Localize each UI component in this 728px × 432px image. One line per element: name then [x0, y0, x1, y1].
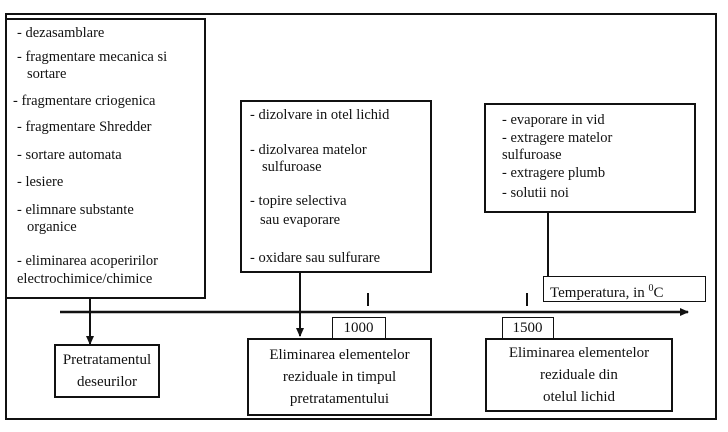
tick-value: 1000 [343, 320, 374, 336]
temperature-label-sup: 0 [648, 283, 654, 294]
list-item: sau evaporare [260, 212, 341, 228]
tick-label-1500: 1500 [502, 317, 554, 339]
box-line: Pretratamentul [62, 352, 152, 368]
temperature-label: Temperatura, in 0C [550, 280, 664, 302]
box-line: otelul lichid [542, 389, 616, 405]
list-item: organice [27, 219, 77, 235]
temperature-label-box: Temperatura, in 0C [543, 276, 706, 302]
list-item: - dizolvare in otel lichid [250, 107, 390, 123]
list-item: - sortare automata [17, 147, 122, 163]
box-right-list: - evaporare in vid - extragere matelor s… [484, 103, 696, 213]
list-item: - extragere matelor [502, 130, 613, 146]
list-item: electrochimice/chimice [17, 271, 153, 287]
box-line: Eliminarea elementelor [269, 347, 410, 363]
list-item: - elimnare substante [17, 202, 134, 218]
list-item: - eliminarea acoperirilor [17, 253, 158, 269]
box-middle-list: - dizolvare in otel lichid - dizolvarea … [240, 100, 432, 273]
box-eliminare-pretratament: Eliminarea elementelor reziduale in timp… [247, 338, 432, 416]
temperature-label-suffix: C [653, 285, 664, 301]
list-item: - dezasamblare [17, 25, 105, 41]
list-item: sortare [27, 66, 67, 82]
list-item: - fragmentare Shredder [17, 119, 152, 135]
list-item: - solutii noi [502, 185, 569, 201]
box-pretratament-list: - dezasamblare - fragmentare mecanica si… [5, 18, 206, 299]
list-item: - extragere plumb [502, 165, 606, 181]
list-item: - evaporare in vid [502, 112, 605, 128]
box-line: deseurilor [77, 374, 137, 390]
tick-label-1000: 1000 [332, 317, 386, 339]
box-line: Eliminarea elementelor [508, 345, 650, 361]
tick-value: 1500 [512, 320, 543, 336]
box-eliminare-otel: Eliminarea elementelor reziduale din ote… [485, 338, 673, 412]
list-item: sulfuroase [262, 159, 322, 175]
list-item: - dizolvarea matelor [250, 142, 367, 158]
box-pretratament-deseuri: Pretratamentul deseurilor [54, 344, 160, 398]
list-item: - oxidare sau sulfurare [250, 250, 381, 266]
temperature-label-prefix: Temperatura, in [550, 285, 649, 301]
list-item: - lesiere [17, 174, 64, 190]
list-item: - topire selectiva [250, 193, 347, 209]
box-line: pretratamentului [289, 391, 390, 407]
list-item: - fragmentare mecanica si [17, 49, 168, 65]
list-item: sulfuroase [502, 147, 562, 163]
list-item: - fragmentare criogenica [13, 93, 156, 109]
box-line: reziduale in timpul [282, 369, 397, 385]
box-line: reziduale din [540, 367, 618, 383]
